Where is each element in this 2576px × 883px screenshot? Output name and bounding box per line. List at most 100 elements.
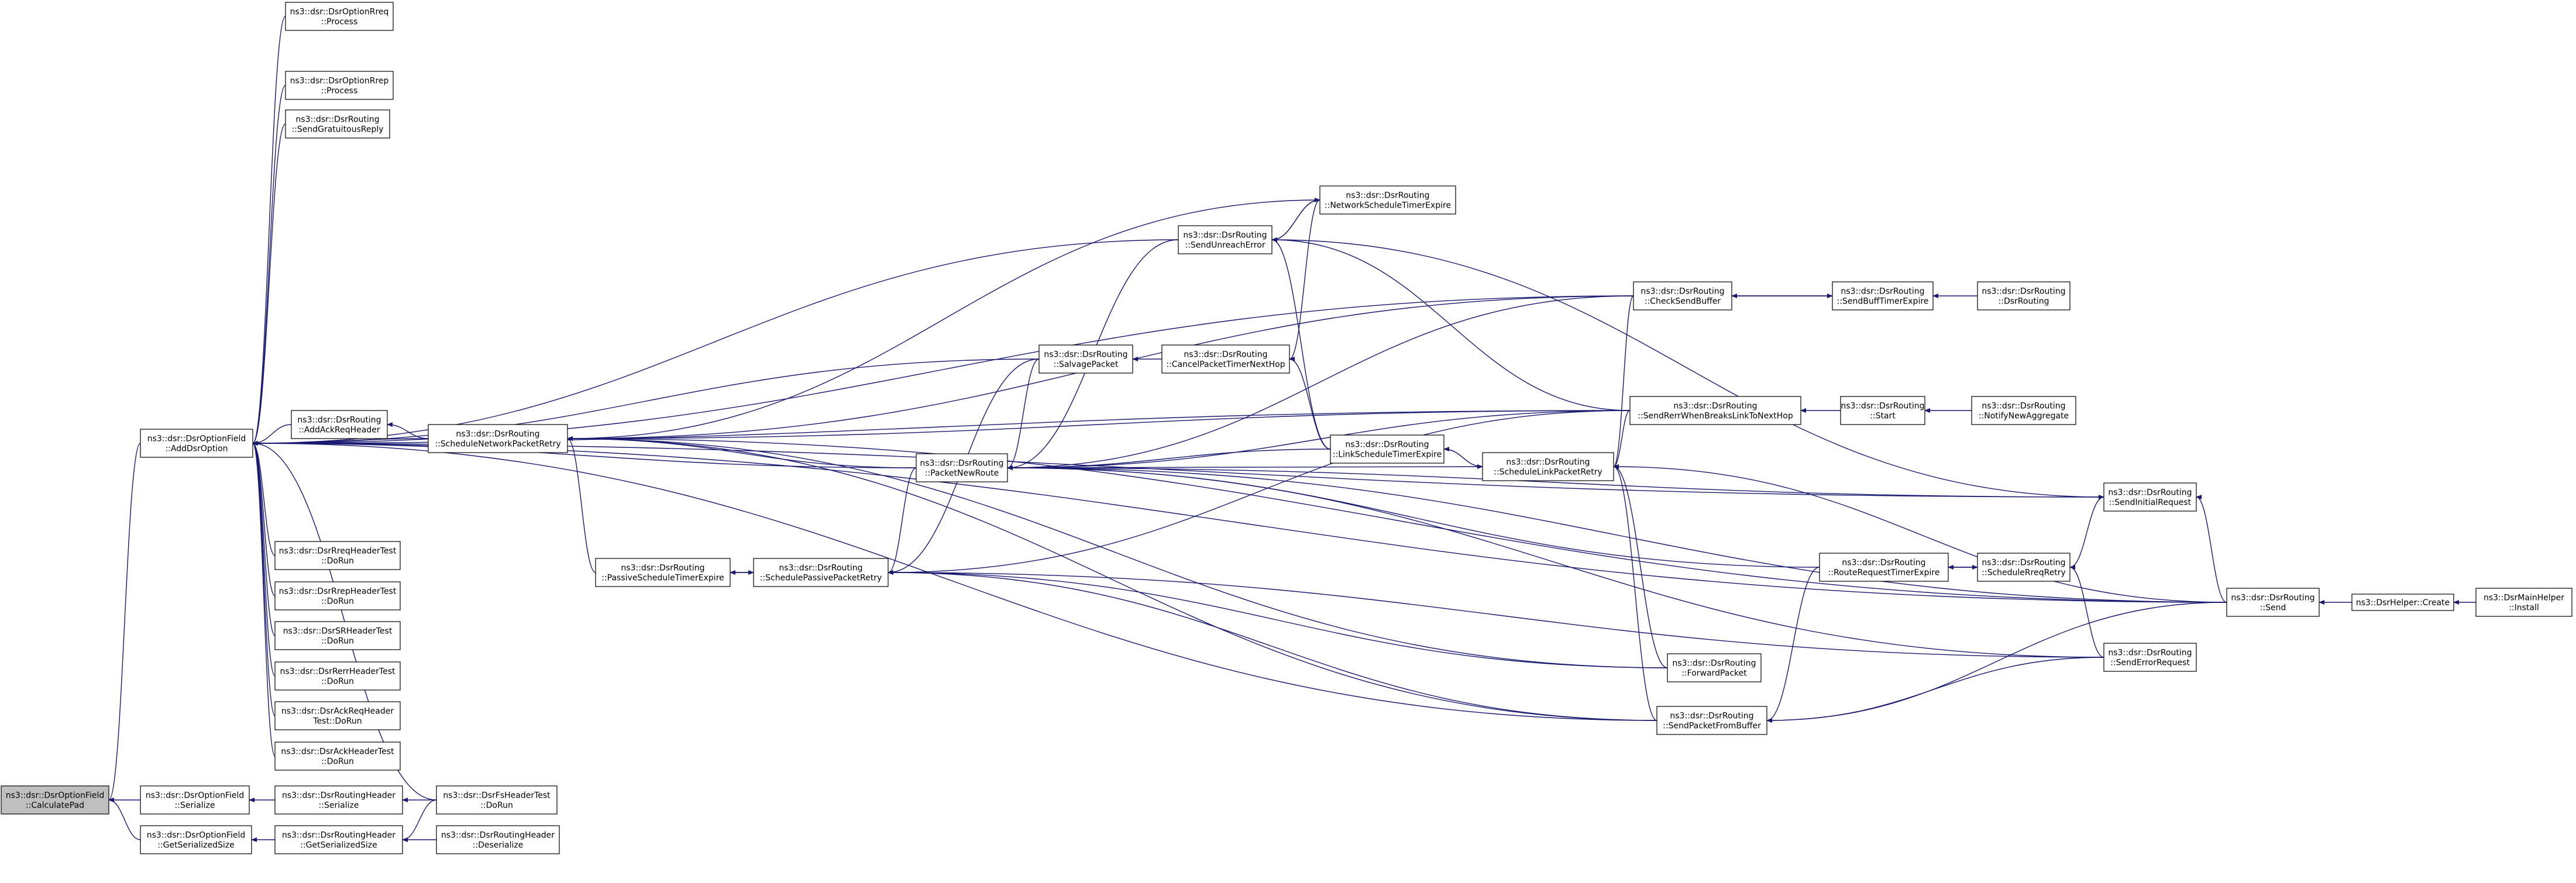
node-label-line: ns3::dsr::DsrOptionField <box>6 791 105 801</box>
node-box <box>1629 396 1801 425</box>
graph-node-netschedtimer[interactable]: ns3::dsr::DsrRouting::NetworkScheduleTim… <box>1319 185 1456 215</box>
node-label-line: ns3::dsr::DsrRouting <box>1184 350 1267 360</box>
node-label-line: Test::DoRun <box>312 717 362 726</box>
call-edge-path <box>1007 410 1631 470</box>
graph-node-routereqtimer[interactable]: ns3::dsr::DsrRouting::RouteRequestTimerE… <box>1819 553 1949 582</box>
call-edge-path <box>1007 358 1040 470</box>
node-box <box>291 410 388 439</box>
graph-node-mainhelper[interactable]: ns3::DsrMainHelper::Install <box>2475 588 2572 617</box>
graph-node-schednetretry[interactable]: ns3::dsr::DsrRouting::ScheduleNetworkPac… <box>428 424 568 453</box>
call-edge <box>567 199 1320 441</box>
call-edge <box>252 239 1179 446</box>
call-edge <box>1007 465 2104 658</box>
node-label-line: ns3::dsr::DsrAckReqHeader <box>281 707 394 716</box>
graph-node-salvage[interactable]: ns3::dsr::DsrRouting::SalvagePacket <box>1038 344 1133 374</box>
node-label-line: ns3::dsr::DsrRouting <box>1982 402 2065 411</box>
graph-node-rreptest[interactable]: ns3::dsr::DsrRrepHeaderTest::DoRun <box>274 581 401 610</box>
node-label-line: ::PassiveScheduleTimerExpire <box>601 574 724 583</box>
graph-node-passivetimer[interactable]: ns3::dsr::DsrRouting::PassiveScheduleTim… <box>595 558 731 587</box>
graph-node-getsersize-of[interactable]: ns3::dsr::DsrOptionField::GetSerializedS… <box>140 825 252 854</box>
graph-node-sendunreach[interactable]: ns3::dsr::DsrRouting::SendUnreachError <box>1178 225 1272 254</box>
node-label-line: ::RouteRequestTimerExpire <box>1828 568 1940 578</box>
node-label-line: ns3::dsr::DsrRouting <box>1345 440 1429 450</box>
call-edge-path <box>567 436 1668 668</box>
call-edge-path <box>252 441 276 757</box>
graph-node-addackreq[interactable]: ns3::dsr::DsrRouting::AddAckReqHeader <box>291 410 388 439</box>
graph-node-fstest[interactable]: ns3::dsr::DsrFsHeaderTest::DoRun <box>436 785 558 815</box>
call-edge <box>1007 410 1631 470</box>
call-edge <box>252 441 917 468</box>
call-edge <box>252 16 286 446</box>
node-box <box>274 785 403 815</box>
call-edge-path <box>567 436 596 573</box>
graph-node-schedrreq[interactable]: ns3::dsr::DsrRouting::ScheduleRreqRetry <box>1977 553 2071 582</box>
graph-node-linktimer[interactable]: ns3::dsr::DsrRouting::LinkScheduleTimerE… <box>1330 434 1445 464</box>
graph-node-packetnewroute[interactable]: ns3::dsr::DsrRouting::PacketNewRoute <box>916 453 1008 482</box>
node-box <box>1977 553 2071 582</box>
node-label-line: ::SendPacketFromBuffer <box>1663 722 1761 731</box>
node-label-line: ::Serialize <box>319 801 359 810</box>
call-edge <box>888 570 2104 658</box>
call-edge-path <box>1613 464 1668 668</box>
graph-node-rrep-process[interactable]: ns3::dsr::DsrOptionRrep::Process <box>285 71 394 100</box>
graph-node-start[interactable]: ns3::dsr::DsrRouting::Start <box>1840 396 1925 425</box>
graph-node-acktest[interactable]: ns3::dsr::DsrAckHeaderTest::DoRun <box>274 741 401 771</box>
call-edge-path <box>567 436 1657 721</box>
graph-node-serialize-of[interactable]: ns3::dsr::DsrOptionField::Serialize <box>140 785 250 815</box>
node-box <box>274 661 401 691</box>
call-edge <box>252 424 292 446</box>
node-label-line: ns3::DsrHelper::Create <box>2356 598 2450 608</box>
graph-node-rh-serialize[interactable]: ns3::dsr::DsrRoutingHeader::Serialize <box>274 785 403 815</box>
call-edge-path <box>1613 464 2227 603</box>
node-label-line: ns3::dsr::DsrOptionField <box>146 791 245 801</box>
node-box <box>140 429 253 458</box>
graph-node-sendfrombuffer[interactable]: ns3::dsr::DsrRouting::SendPacketFromBuff… <box>1656 706 1767 735</box>
graph-node-sendbufftimer[interactable]: ns3::dsr::DsrRouting::SendBuffTimerExpir… <box>1832 281 1934 311</box>
graph-node-sendrerr[interactable]: ns3::dsr::DsrRouting::SendRerrWhenBreaks… <box>1629 396 1801 425</box>
call-edge-path <box>1766 567 1820 723</box>
graph-node-schedpassive[interactable]: ns3::dsr::DsrRouting::SchedulePassivePac… <box>753 558 889 587</box>
graph-node-sendinitreq[interactable]: ns3::dsr::DsrRouting::SendInitialRequest <box>2103 482 2197 512</box>
graph-node-rerrtest[interactable]: ns3::dsr::DsrRerrHeaderTest::DoRun <box>274 661 401 691</box>
call-edge <box>1613 410 1631 469</box>
call-edge-path <box>1271 237 1631 411</box>
graph-node-rh-getsersize[interactable]: ns3::dsr::DsrRoutingHeader::GetSerialize… <box>274 825 403 854</box>
node-label-line: ns3::dsr::DsrRouting <box>295 115 379 125</box>
graph-node-rreq-process[interactable]: ns3::dsr::DsrOptionRreq::Process <box>285 2 394 31</box>
call-edge <box>252 123 286 446</box>
graph-node-srtest[interactable]: ns3::dsr::DsrSRHeaderTest::DoRun <box>274 621 401 650</box>
graph-node-forwardpacket[interactable]: ns3::dsr::DsrRouting::ForwardPacket <box>1667 653 1762 682</box>
call-edge <box>1766 602 2227 723</box>
graph-node-sendgratuitous[interactable]: ns3::dsr::DsrRouting::SendGratuitousRepl… <box>285 109 390 139</box>
node-label-line: ::DsrRouting <box>1999 297 2049 306</box>
node-box <box>274 741 401 771</box>
call-edge <box>1443 449 1483 469</box>
graph-node-cancelnexthop[interactable]: ns3::dsr::DsrRouting::CancelPacketTimerN… <box>1161 344 1290 374</box>
call-edge <box>1271 198 1320 240</box>
graph-node-helpercreate[interactable]: ns3::DsrHelper::Create <box>2351 594 2454 611</box>
graph-node-calculatepad[interactable]: ns3::dsr::DsrOptionField::CalculatePad <box>1 785 109 815</box>
graph-node-rreqtest[interactable]: ns3::dsr::DsrRreqHeaderTest::DoRun <box>274 541 401 570</box>
node-label-line: ns3::dsr::DsrRouting <box>1982 287 2065 296</box>
node-label-line: ::Install <box>2509 603 2539 613</box>
call-edge-path <box>567 436 2227 603</box>
call-edge-path <box>108 798 141 840</box>
node-label-line: ::AddDsrOption <box>165 444 228 454</box>
graph-node-senderrreq[interactable]: ns3::dsr::DsrRouting::SendErrorRequest <box>2103 643 2197 672</box>
graph-node-notifyagg[interactable]: ns3::dsr::DsrRouting::NotifyNewAggregate <box>1971 396 2076 425</box>
graph-node-addoption[interactable]: ns3::dsr::DsrOptionField::AddDsrOption <box>140 429 253 458</box>
graph-node-rh-deserialize[interactable]: ns3::dsr::DsrRoutingHeader::Deserialize <box>436 825 560 854</box>
graph-node-checksendbuffer[interactable]: ns3::dsr::DsrRouting::CheckSendBuffer <box>1633 281 1732 311</box>
graph-node-dsrrouting[interactable]: ns3::dsr::DsrRouting::DsrRouting <box>1977 281 2071 311</box>
call-edge <box>888 570 1657 721</box>
graph-node-schedlinkretry[interactable]: ns3::dsr::DsrRouting::ScheduleLinkPacket… <box>1482 452 1614 481</box>
call-edge <box>567 410 1631 441</box>
node-box <box>274 825 403 854</box>
node-box <box>1819 553 1949 582</box>
call-edge-path <box>1007 465 2104 658</box>
node-box <box>1656 706 1767 735</box>
call-edge <box>1613 464 2227 603</box>
graph-node-send[interactable]: ns3::dsr::DsrRouting::Send <box>2226 588 2320 617</box>
call-edge-path <box>252 441 276 556</box>
